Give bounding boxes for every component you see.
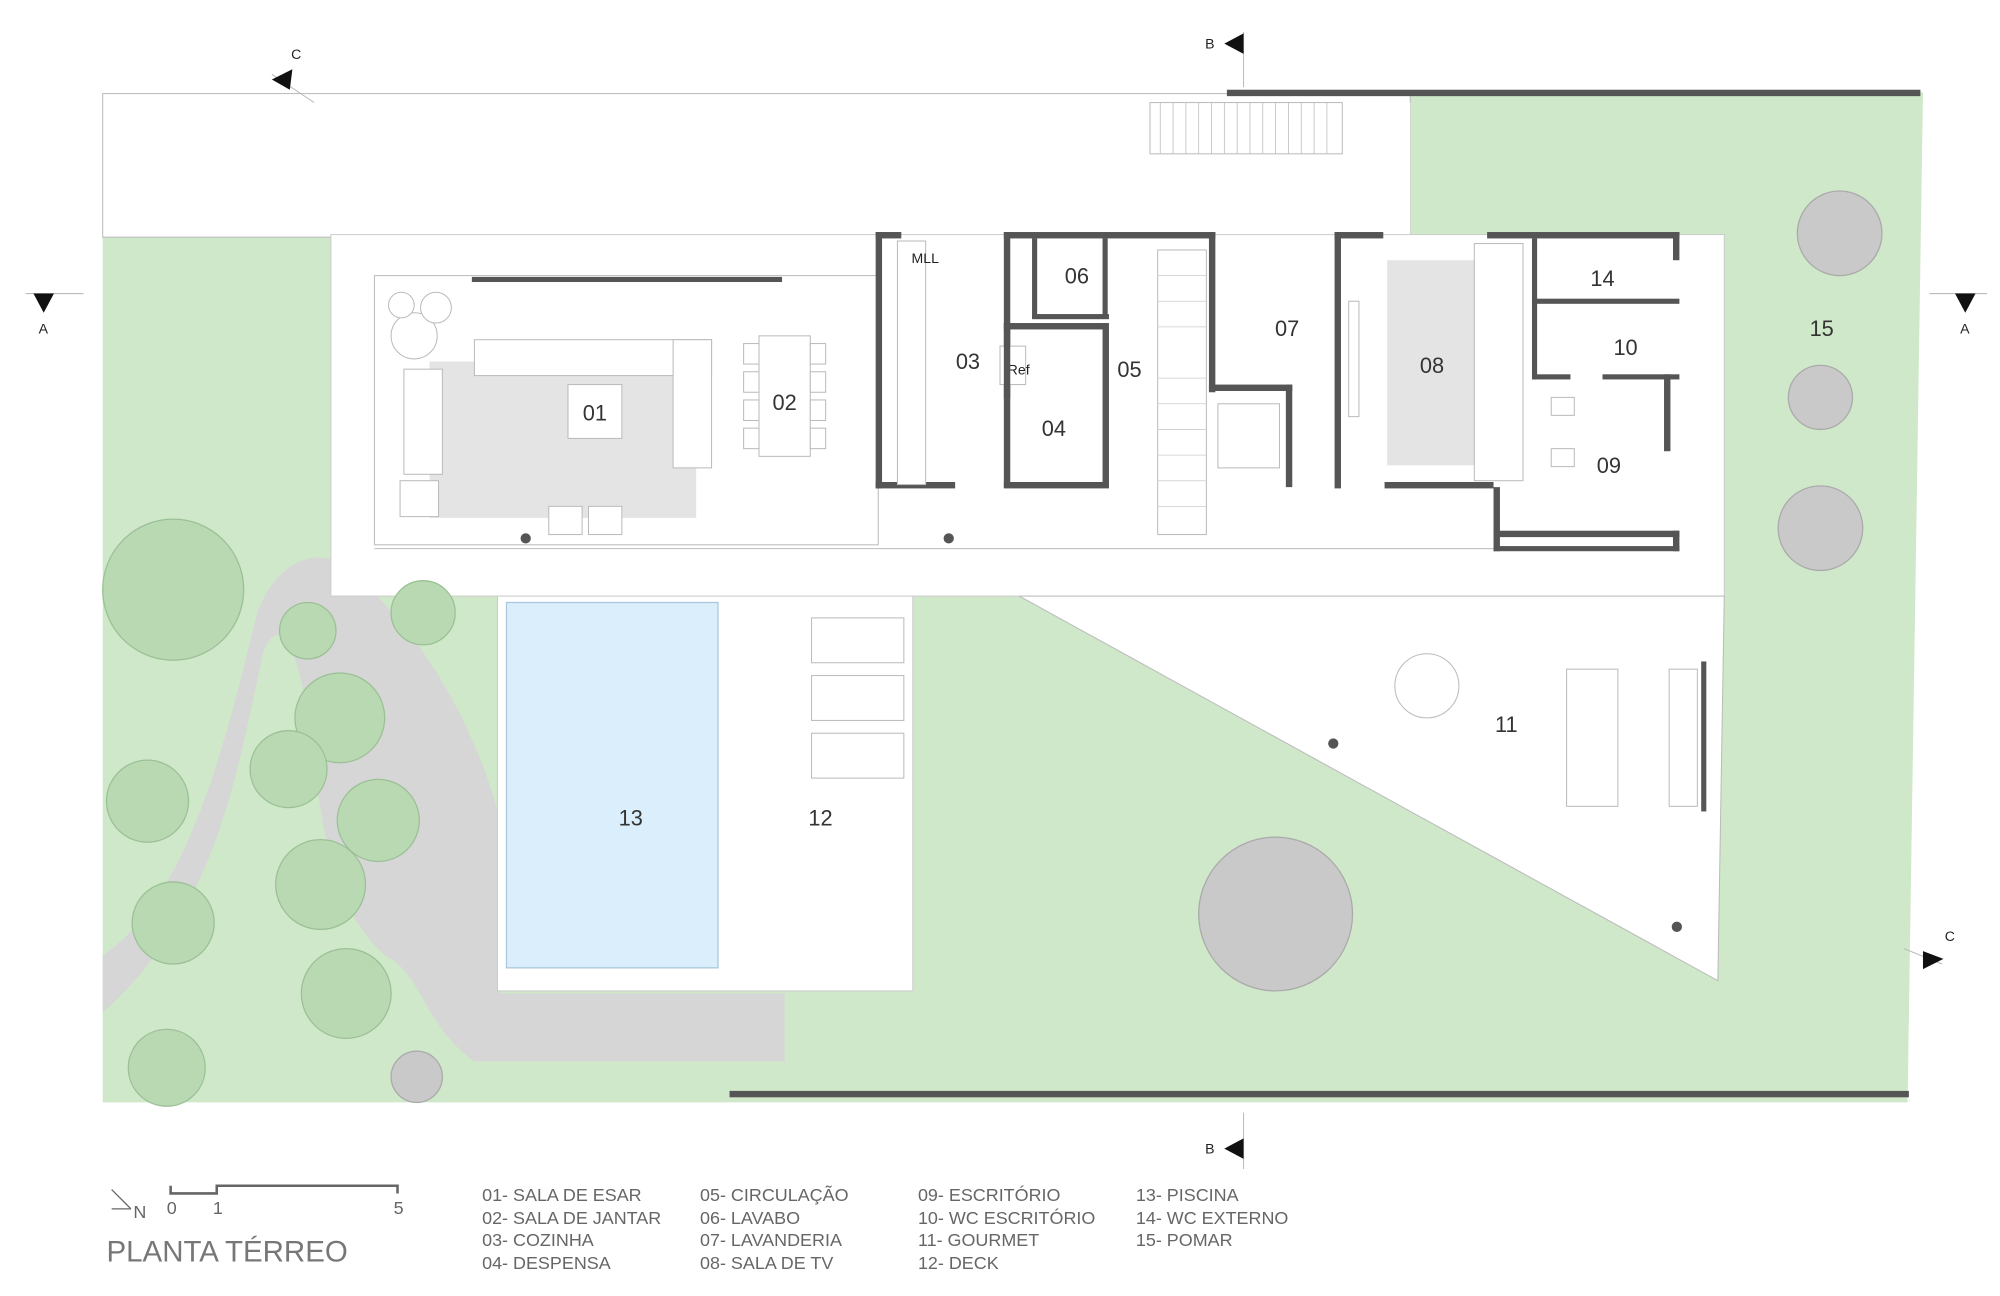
section-marker-b-top: B — [1205, 32, 1245, 88]
living-rug — [429, 361, 697, 518]
room-label: 11 — [1495, 712, 1518, 737]
mll-label: MLL — [912, 250, 940, 266]
room-label: 13 — [619, 806, 643, 831]
svg-text:C: C — [291, 46, 301, 62]
gourmet-area — [1018, 595, 1725, 982]
room-labels: 01 02 03 04 05 06 07 08 09 10 11 12 13 1… — [583, 263, 1834, 830]
svg-text:14- WC EXTERNO: 14- WC EXTERNO — [1136, 1208, 1289, 1228]
section-marker-a-left: A — [25, 293, 84, 336]
section-marker-c-top: C — [271, 46, 315, 103]
room-label: 12 — [808, 806, 832, 831]
svg-text:13- PISCINA: 13- PISCINA — [1136, 1185, 1239, 1205]
boundary-wall-bottom — [729, 1090, 1909, 1098]
svg-text:15- POMAR: 15- POMAR — [1136, 1230, 1233, 1250]
svg-text:0: 0 — [167, 1198, 177, 1218]
svg-text:5: 5 — [394, 1198, 404, 1218]
pool — [505, 601, 719, 969]
svg-text:04- DESPENSA: 04- DESPENSA — [482, 1253, 611, 1273]
boundary-wall-top — [1226, 89, 1921, 97]
svg-text:N: N — [133, 1202, 146, 1222]
plan-title: PLANTA TÉRREO — [107, 1235, 348, 1268]
coffee-table — [567, 384, 623, 439]
room-label: 15 — [1810, 316, 1834, 341]
svg-text:01- SALA DE ESAR: 01- SALA DE ESAR — [482, 1185, 642, 1205]
room-label: 08 — [1420, 353, 1444, 378]
svg-text:A: A — [39, 320, 49, 336]
svg-text:09- ESCRITÓRIO: 09- ESCRITÓRIO — [918, 1184, 1061, 1205]
trees — [102, 190, 1883, 1107]
ref-label: Ref — [1008, 361, 1030, 377]
svg-text:12- DECK: 12- DECK — [918, 1253, 999, 1273]
svg-text:1: 1 — [213, 1198, 223, 1218]
section-marker-b-bottom: B — [1205, 1112, 1245, 1170]
svg-text:C: C — [1945, 928, 1955, 944]
room-label: 07 — [1275, 316, 1299, 341]
room-label: 04 — [1042, 416, 1066, 441]
room-label: 03 — [956, 349, 980, 374]
room-label: 02 — [773, 390, 797, 415]
dining-table — [758, 335, 811, 457]
svg-text:08- SALA DE TV: 08- SALA DE TV — [700, 1253, 833, 1273]
room-label: 14 — [1590, 266, 1614, 291]
living-wall — [471, 276, 783, 283]
room-label: 06 — [1065, 263, 1089, 288]
room-label: 01 — [583, 400, 607, 425]
svg-text:02- SALA DE JANTAR: 02- SALA DE JANTAR — [482, 1208, 661, 1228]
section-marker-c-bottom: C — [1903, 928, 1955, 970]
svg-text:B: B — [1205, 36, 1214, 52]
legend: 01- SALA DE ESAR 02- SALA DE JANTAR 03- … — [482, 1184, 1288, 1273]
svg-text:07- LAVANDERIA: 07- LAVANDERIA — [700, 1230, 842, 1250]
interior-stairs — [1157, 249, 1207, 536]
svg-text:06- LAVABO: 06- LAVABO — [700, 1208, 800, 1228]
svg-text:10- WC ESCRITÓRIO: 10- WC ESCRITÓRIO — [918, 1207, 1095, 1228]
tv-rug — [1387, 260, 1490, 466]
entry-stairs — [1149, 102, 1343, 155]
svg-text:03- COZINHA: 03- COZINHA — [482, 1230, 594, 1250]
scale-bar: 0 1 5 — [167, 1184, 404, 1218]
svg-text:05- CIRCULAÇÃO: 05- CIRCULAÇÃO — [700, 1184, 849, 1205]
room-label: 05 — [1117, 357, 1141, 382]
svg-text:11- GOURMET: 11- GOURMET — [918, 1230, 1039, 1250]
room-label: 10 — [1613, 335, 1637, 360]
svg-text:A: A — [1960, 320, 1970, 336]
north-arrow-icon: N — [111, 1189, 146, 1222]
section-marker-a-right: A — [1929, 293, 1988, 336]
room-label: 09 — [1597, 453, 1621, 478]
sofa — [473, 339, 713, 377]
garden-path — [102, 557, 785, 1062]
svg-text:B: B — [1205, 1141, 1214, 1157]
